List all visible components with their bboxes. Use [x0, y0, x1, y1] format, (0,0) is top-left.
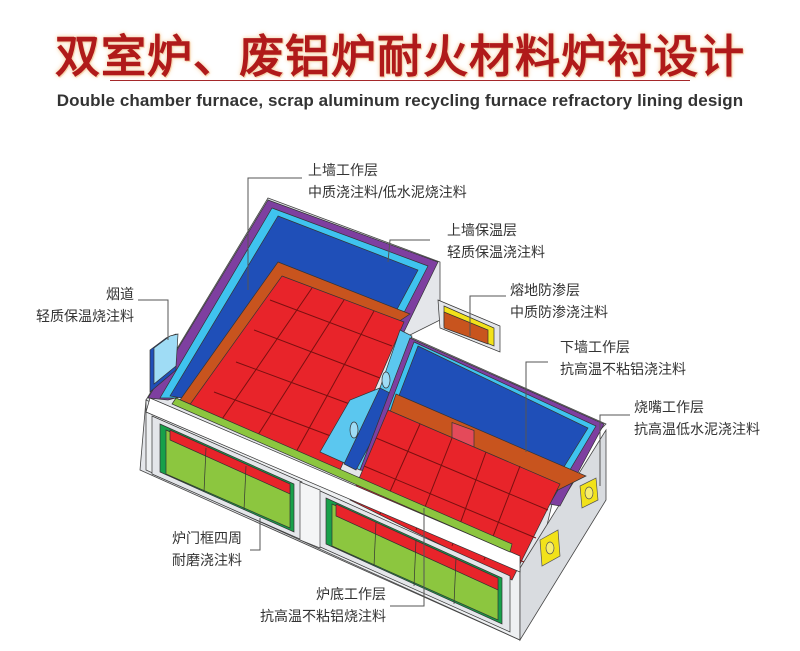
- seepage-box: [437, 299, 501, 353]
- door-right: [317, 489, 511, 633]
- callout-title: 烧嘴工作层: [634, 400, 704, 416]
- callout-burner-working: 烧嘴工作层 抗高温低水泥浇注料: [634, 397, 760, 441]
- page-title: 双室炉、废铝炉耐火材料炉衬设计: [54, 30, 745, 83]
- door-left: [151, 415, 303, 541]
- callout-material: 中质浇注料/低水泥烧注料: [308, 185, 467, 201]
- door-pillar: [299, 481, 321, 549]
- callout-material: 轻质保温浇注料: [447, 245, 545, 261]
- flue: [149, 333, 179, 393]
- callout-title: 炉门框四周: [172, 531, 242, 547]
- callout-title: 炉底工作层: [316, 587, 386, 603]
- title-divider: [110, 80, 690, 81]
- callout-material: 抗高温不粘铝烧注料: [260, 609, 386, 625]
- callout-lower-wall-working: 下墙工作层 抗高温不粘铝浇注料: [560, 337, 686, 381]
- page-subtitle: Double chamber furnace, scrap aluminum r…: [56, 91, 744, 110]
- callout-melting-seepage: 熔地防渗层 中质防渗浇注料: [510, 280, 608, 324]
- callout-door-frame: 炉门框四周 耐磨浇注料: [172, 528, 242, 572]
- callout-title: 熔地防渗层: [510, 283, 580, 299]
- callout-title: 上墙工作层: [308, 163, 378, 179]
- callout-upper-wall-insulation: 上墙保温层 轻质保温浇注料: [447, 220, 545, 264]
- front-rim: [145, 397, 521, 573]
- callout-material: 耐磨浇注料: [172, 553, 242, 569]
- callout-material: 轻质保温烧注料: [36, 309, 134, 325]
- callout-material: 抗高温低水泥浇注料: [634, 422, 760, 438]
- callout-title: 下墙工作层: [560, 340, 630, 356]
- callout-hearth-working: 炉底工作层 抗高温不粘铝烧注料: [232, 584, 386, 628]
- callout-material: 中质防渗浇注料: [510, 305, 608, 321]
- left-floor-grid: [213, 287, 393, 453]
- right-chamber: [349, 337, 605, 581]
- callout-upper-wall-working: 上墙工作层 中质浇注料/低水泥烧注料: [308, 160, 467, 204]
- burners: [539, 477, 599, 567]
- callout-title: 烟道: [106, 287, 134, 303]
- callout-title: 上墙保温层: [447, 223, 517, 239]
- leader-lines: [138, 177, 630, 607]
- callout-flue: 烟道 轻质保温烧注料: [20, 284, 134, 328]
- callout-material: 抗高温不粘铝浇注料: [560, 362, 686, 378]
